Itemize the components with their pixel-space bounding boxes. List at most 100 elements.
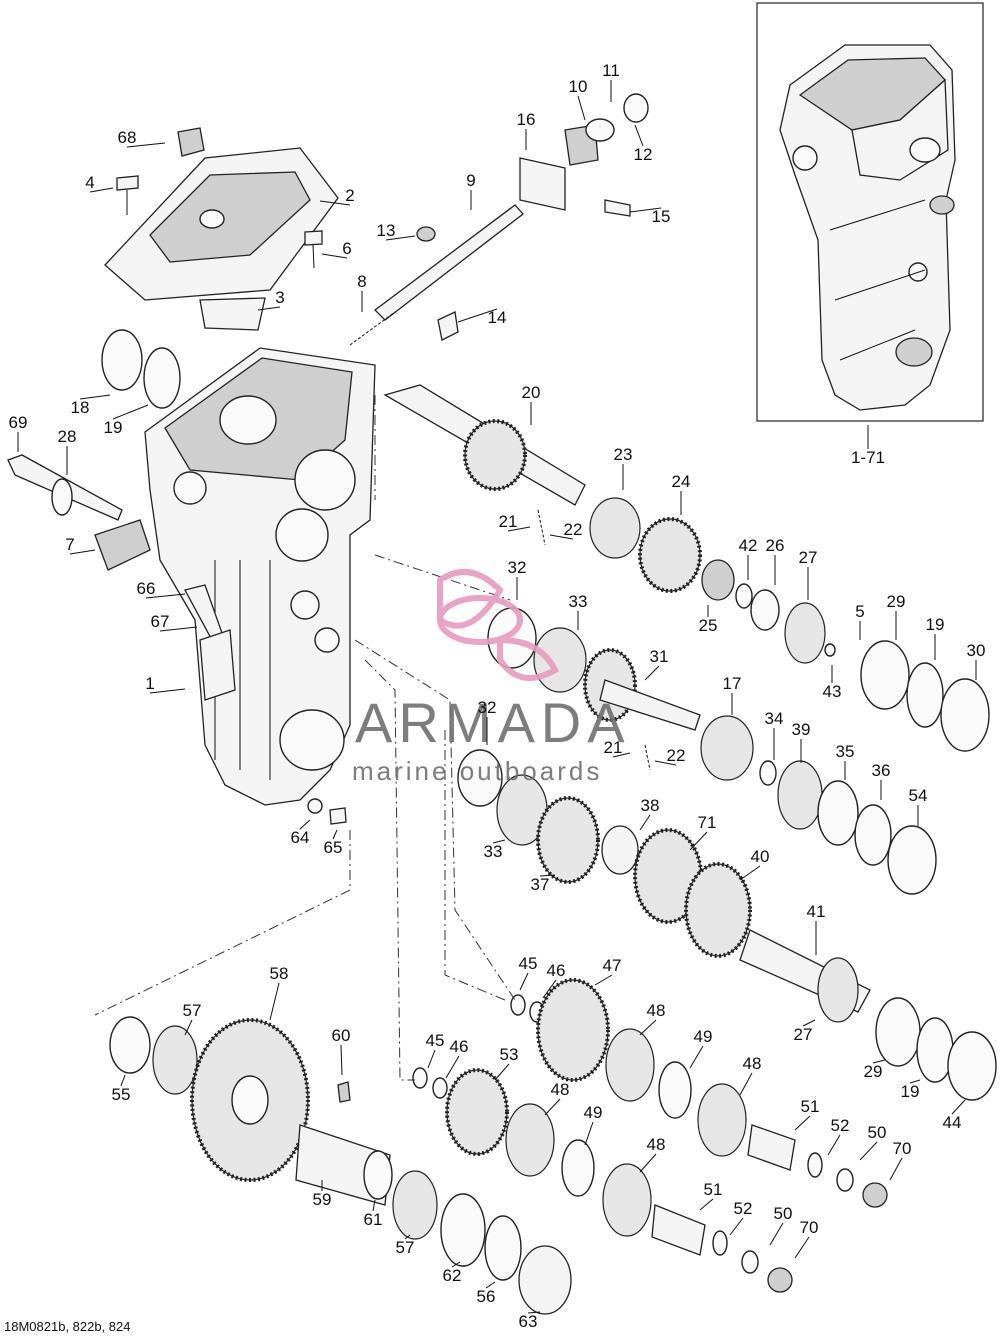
callout-number: 4 <box>85 173 94 192</box>
diagram-reference-code: 18M0821b, 822b, 824 <box>4 1319 131 1334</box>
callout-leader <box>149 688 186 694</box>
callout-number: 33 <box>569 592 588 611</box>
callout-number: 28 <box>58 427 77 446</box>
callout-number: 3 <box>275 288 284 307</box>
callout-number: 50 <box>774 1204 793 1223</box>
callout-leader <box>69 549 96 555</box>
main-housing <box>144 347 376 806</box>
callout-number: 1 <box>145 674 154 693</box>
callout-number: 34 <box>765 709 784 728</box>
callout-labels: 6842638913141610111215181969287666712023… <box>9 61 986 1331</box>
callout-number: 66 <box>137 579 156 598</box>
callout-number: 11 <box>602 61 620 80</box>
callout-leader <box>427 1049 436 1069</box>
callout-number: 29 <box>887 592 906 611</box>
callout-number: 33 <box>484 842 503 861</box>
callout-number: 57 <box>396 1238 415 1257</box>
callout-leader <box>634 124 644 147</box>
callout-leader <box>739 1072 753 1096</box>
callout-number: 69 <box>9 413 28 432</box>
callout-leader <box>539 874 556 877</box>
callout-leader <box>269 982 280 1021</box>
callout-leader <box>527 1311 541 1314</box>
callout-leader <box>859 1141 878 1161</box>
callout-leader <box>739 865 761 881</box>
large-gear-group <box>109 1016 572 1315</box>
callout-number: 25 <box>699 616 718 635</box>
callout-leader <box>612 752 631 758</box>
callout-number: 22 <box>667 746 686 765</box>
callout-number: 63 <box>519 1312 538 1331</box>
callout-number: 54 <box>909 786 928 805</box>
callout-leader <box>159 626 198 632</box>
callout-number: 8 <box>357 272 366 291</box>
callout-leader <box>544 1098 561 1116</box>
callout-leader <box>872 1059 886 1064</box>
callout-number: 49 <box>584 1103 603 1122</box>
callout-leader <box>257 306 281 311</box>
callout-number: 46 <box>450 1037 469 1056</box>
callout-number: 19 <box>926 615 945 634</box>
callout-number: 53 <box>500 1045 519 1064</box>
callout-number: 47 <box>603 956 622 975</box>
callout-leader <box>184 1019 193 1036</box>
callout-leader <box>519 972 529 991</box>
callout-leader <box>451 1261 461 1268</box>
callout-number: 15 <box>652 207 671 226</box>
watermark-name: ARMADA <box>355 691 631 754</box>
watermark-logo: ARMADA marine outboards <box>352 569 631 786</box>
callout-leader <box>769 1222 784 1246</box>
callout-number: 16 <box>517 110 536 129</box>
lower-shafts-group <box>412 978 888 1293</box>
shift-shaft-parts <box>349 93 649 346</box>
callout-number: 41 <box>807 902 826 921</box>
callout-leader <box>542 979 557 999</box>
callout-number: 70 <box>893 1139 912 1158</box>
callout-number: 19 <box>901 1082 920 1101</box>
callout-leader <box>79 394 111 400</box>
callout-leader <box>372 1199 376 1212</box>
callout-leader <box>112 404 149 420</box>
output-shaft-group <box>457 749 997 1101</box>
callout-leader <box>909 1079 921 1084</box>
callout-number: 32 <box>478 698 497 717</box>
callout-leader <box>549 534 574 540</box>
callout-leader <box>445 1055 460 1079</box>
callout-leader <box>89 187 114 193</box>
callout-leader <box>319 200 351 206</box>
callout-number: 45 <box>426 1031 445 1050</box>
callout-leader <box>145 593 186 599</box>
callout-leader <box>654 760 677 766</box>
callout-leader <box>485 1281 496 1289</box>
callout-number: 65 <box>324 838 343 857</box>
callout-number: 13 <box>377 221 396 240</box>
callout-number: 9 <box>466 171 475 190</box>
callout-number: 48 <box>551 1080 570 1099</box>
center-lines <box>94 395 516 1081</box>
callout-leader <box>507 526 531 532</box>
callout-leader <box>492 839 506 844</box>
callout-number: 42 <box>739 536 758 555</box>
callout-number: 52 <box>734 1199 753 1218</box>
callout-leader <box>639 1019 657 1036</box>
callout-number: 23 <box>614 445 633 464</box>
left-side-parts <box>7 329 347 825</box>
callout-number: 71 <box>698 813 717 832</box>
callout-leader <box>699 1198 714 1211</box>
callout-number: 10 <box>569 77 588 96</box>
callout-number: 2 <box>345 186 354 205</box>
callout-number: 64 <box>291 828 310 847</box>
callout-leader <box>644 665 660 681</box>
callout-number: 12 <box>634 145 653 164</box>
callout-number: 27 <box>799 548 818 567</box>
callout-leader <box>120 1074 126 1087</box>
callout-leader <box>126 142 166 148</box>
callout-number: 32 <box>508 558 527 577</box>
callout-number: 30 <box>967 641 986 660</box>
callout-number: 6 <box>342 239 351 258</box>
callout-leader <box>794 1236 810 1259</box>
callout-leader <box>332 829 338 840</box>
callout-number: 36 <box>872 761 891 780</box>
callout-leader <box>299 819 311 830</box>
